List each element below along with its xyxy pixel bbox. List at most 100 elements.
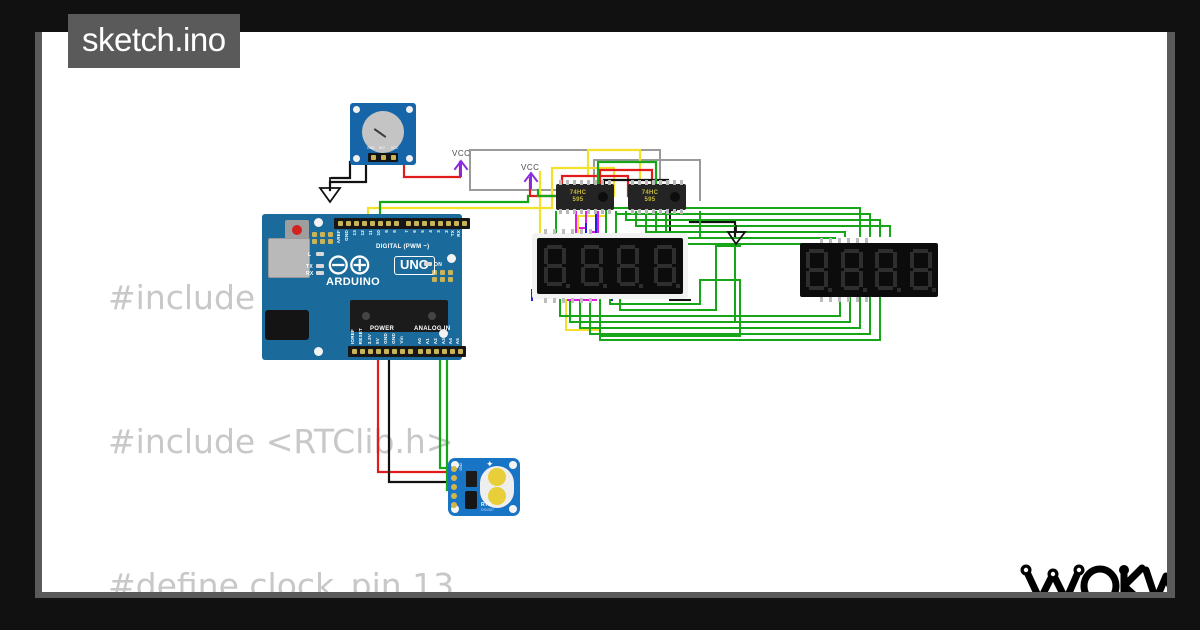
potentiometer-knob[interactable] — [362, 111, 404, 153]
ic-pins-top — [631, 180, 683, 185]
potentiometer-module[interactable]: GND SIG VCC — [350, 103, 416, 165]
pin-label-7: 7 — [404, 230, 409, 233]
on-led-label: ON — [434, 262, 443, 268]
reset-button[interactable] — [285, 220, 309, 240]
pin-label-reset: RESET — [358, 327, 363, 344]
pin-label-10: 10 — [376, 230, 381, 236]
pin-label-gnd2: GND — [391, 333, 396, 344]
digital-header-right[interactable] — [402, 218, 470, 229]
l-led-label: L — [308, 252, 312, 258]
pin-label-aref: AREF — [336, 230, 341, 244]
pot-pin-label: SIG — [379, 146, 385, 150]
shift-register-74hc595-2[interactable]: 74HC 595 — [628, 180, 686, 214]
pin-label-a1: A1 — [425, 337, 430, 344]
pin-label-12: 12 — [360, 230, 365, 236]
rx-led — [316, 271, 324, 275]
ic-label-line1: 74HC — [569, 190, 587, 196]
pin-label-8: 8 — [392, 230, 397, 233]
pin-label-4: 4 — [428, 230, 433, 233]
icsp-header-right[interactable] — [432, 270, 454, 282]
pin-label-a3: A3 — [441, 337, 446, 344]
battery-contact — [488, 487, 506, 505]
pot-pin-label: VCC — [391, 146, 399, 150]
display-digit — [652, 244, 680, 288]
shift-register-74hc595-1[interactable]: 74HC 595 — [556, 180, 614, 214]
pin-label-a5: A5 — [455, 337, 460, 344]
rx-led-label: RX — [306, 271, 314, 277]
tx-led — [316, 264, 324, 268]
power-header-label: POWER — [370, 326, 395, 332]
display-face — [800, 243, 938, 297]
coin-cell-holder — [480, 466, 514, 508]
display-digit — [839, 248, 867, 292]
rtc-sublabel: DS1307 — [481, 508, 494, 512]
l-led — [316, 252, 324, 256]
display-digit — [542, 244, 571, 288]
ic-pins-bottom — [559, 209, 611, 214]
ic-notch — [670, 192, 680, 202]
pin-label-a2: A2 — [433, 337, 438, 344]
on-led — [424, 262, 432, 266]
pin-label-a4: A4 — [448, 337, 453, 344]
display-pins-top — [820, 238, 868, 243]
pin-label-5: 5 — [420, 230, 425, 233]
display-digit — [579, 244, 607, 288]
adafruit-star-icon: ✦ — [486, 459, 494, 469]
display-digit — [615, 244, 644, 288]
pin-label-11: 11 — [368, 230, 373, 236]
power-header[interactable] — [348, 346, 416, 357]
pin-label-3: 3 — [436, 230, 441, 233]
ic-notch — [598, 192, 608, 202]
pin-label-gnd1: GND — [383, 333, 388, 344]
pin-label-6: 6 — [412, 230, 417, 233]
mounting-hole — [451, 461, 459, 469]
ic-label-line2: 595 — [572, 197, 584, 203]
mounting-hole — [447, 254, 456, 263]
ic-label-line1: 74HC — [641, 190, 659, 196]
mounting-hole — [353, 106, 360, 113]
display-digit — [804, 248, 833, 292]
ic-pins-bottom — [631, 209, 683, 214]
seven-segment-display-2[interactable] — [800, 238, 938, 302]
rtc-crystal — [465, 491, 477, 509]
ic-label-line2: 595 — [644, 197, 656, 203]
vcc-label: VCC — [521, 163, 540, 172]
vcc-label: VCC — [452, 149, 471, 158]
seven-segment-display-1[interactable] — [532, 229, 688, 303]
rtc-ds1307-module[interactable]: ✦ GND RTC DS1307 — [448, 458, 520, 516]
pin-label-a0: A0 — [417, 337, 422, 344]
icsp-header-left[interactable] — [312, 232, 334, 244]
ic-pins-top — [559, 180, 611, 185]
pin-label-tx: TX — [450, 230, 455, 237]
mounting-hole — [314, 218, 323, 227]
sketch-file-tab[interactable]: sketch.ino — [68, 14, 240, 68]
digital-header-label: DIGITAL (PWM ~) — [376, 244, 430, 250]
tx-led-label: TX — [306, 264, 313, 270]
wokwi-logo — [1020, 556, 1167, 592]
pin-label-rx: RX — [456, 230, 461, 237]
arduino-model-label: UNO — [394, 256, 435, 275]
pin-label-5v: 5V — [375, 337, 380, 344]
pin-label-13: 13 — [352, 230, 357, 236]
mounting-hole — [451, 505, 459, 513]
pin-label-ioref: IOREF — [350, 328, 355, 344]
display-digit — [873, 248, 902, 292]
mounting-hole — [353, 155, 360, 162]
potentiometer-header[interactable] — [368, 153, 398, 162]
mounting-hole — [439, 329, 448, 338]
analog-header[interactable] — [414, 346, 466, 357]
mounting-hole — [406, 106, 413, 113]
usb-connector — [268, 238, 310, 278]
display-pins-top — [544, 229, 592, 234]
display-face — [537, 238, 683, 294]
arduino-uno-board[interactable]: AREF GND 13 12 11 10 9 8 7 6 5 4 3 2 TX … — [262, 214, 470, 360]
mounting-hole — [509, 461, 517, 469]
rtc-header[interactable] — [451, 466, 457, 508]
arduino-brand-label: ARDUINO — [326, 276, 381, 288]
mounting-hole — [314, 347, 323, 356]
display-pins-bottom — [544, 298, 592, 303]
pin-label-vin: Vin — [399, 336, 404, 344]
